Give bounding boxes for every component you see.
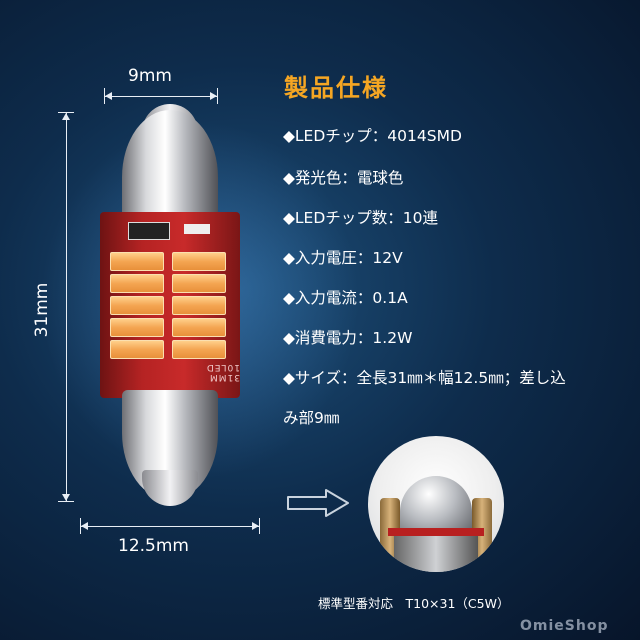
spec-title: 製品仕様: [284, 74, 388, 102]
height-arrow-down-icon: [62, 494, 70, 501]
led-chip: [110, 340, 164, 359]
base-dimension-label: 12.5mm: [118, 536, 189, 556]
spec-current: ◆入力電流：0.1A: [283, 289, 408, 307]
height-tick-top: [58, 112, 74, 113]
spec-voltage: ◆入力電圧：12V: [283, 249, 403, 267]
led-chip: [110, 318, 164, 337]
led-chip: [110, 252, 164, 271]
base-tick-right: [259, 518, 260, 534]
spec-size: ◆サイズ：全長31㎜＊幅12.5㎜；差し込: [283, 369, 566, 387]
width-tick-left: [104, 88, 105, 104]
height-tick-bottom: [58, 501, 74, 502]
circuit-board: 31MM 10LED: [100, 212, 240, 398]
width-arrow-right-icon: [210, 92, 217, 100]
width-dimension-label: 9mm: [128, 66, 172, 86]
spec-color: ◆発光色：電球色: [283, 169, 404, 187]
board-print-label: 31MM 10LED: [205, 362, 240, 382]
base-dimension-line: [80, 526, 260, 527]
led-chip: [172, 274, 226, 293]
led-chip: [110, 296, 164, 315]
compatibility-caption: 標準型番対応 T10×31（C5W）: [318, 596, 510, 611]
top-metal-cap: [122, 110, 218, 220]
led-chip: [172, 340, 226, 359]
right-arrow-icon: [287, 489, 349, 517]
base-tick-left: [80, 518, 81, 534]
bottom-cap-tip: [142, 470, 198, 506]
led-chip: [172, 296, 226, 315]
led-chip: [172, 252, 226, 271]
shop-watermark: OmieShop: [520, 618, 609, 634]
bulb-illustration: 31MM 10LED: [90, 100, 250, 520]
spec-power: ◆消費電力：1.2W: [283, 329, 413, 347]
socket-bulb-base: [394, 534, 478, 572]
socket-bulb-dome: [400, 476, 472, 536]
height-arrow-up-icon: [62, 113, 70, 120]
spec-led-count: ◆LEDチップ数：10連: [283, 209, 439, 227]
spec-size-continued: み部9㎜: [283, 409, 340, 427]
width-dimension-line: [104, 96, 218, 97]
base-arrow-right-icon: [252, 522, 259, 530]
led-chip: [110, 274, 164, 293]
socket-board-edge: [388, 528, 484, 536]
width-arrow-left-icon: [105, 92, 112, 100]
diode-chip: [184, 224, 210, 234]
socket-inset-image: [368, 436, 504, 572]
led-chip: [172, 318, 226, 337]
height-dimension-label: 31mm: [32, 282, 52, 338]
resistor-chip: [128, 222, 170, 240]
width-tick-right: [217, 88, 218, 104]
height-dimension-line: [66, 112, 67, 502]
spec-led-chip: ◆LEDチップ：4014SMD: [283, 127, 462, 145]
base-arrow-left-icon: [81, 522, 88, 530]
